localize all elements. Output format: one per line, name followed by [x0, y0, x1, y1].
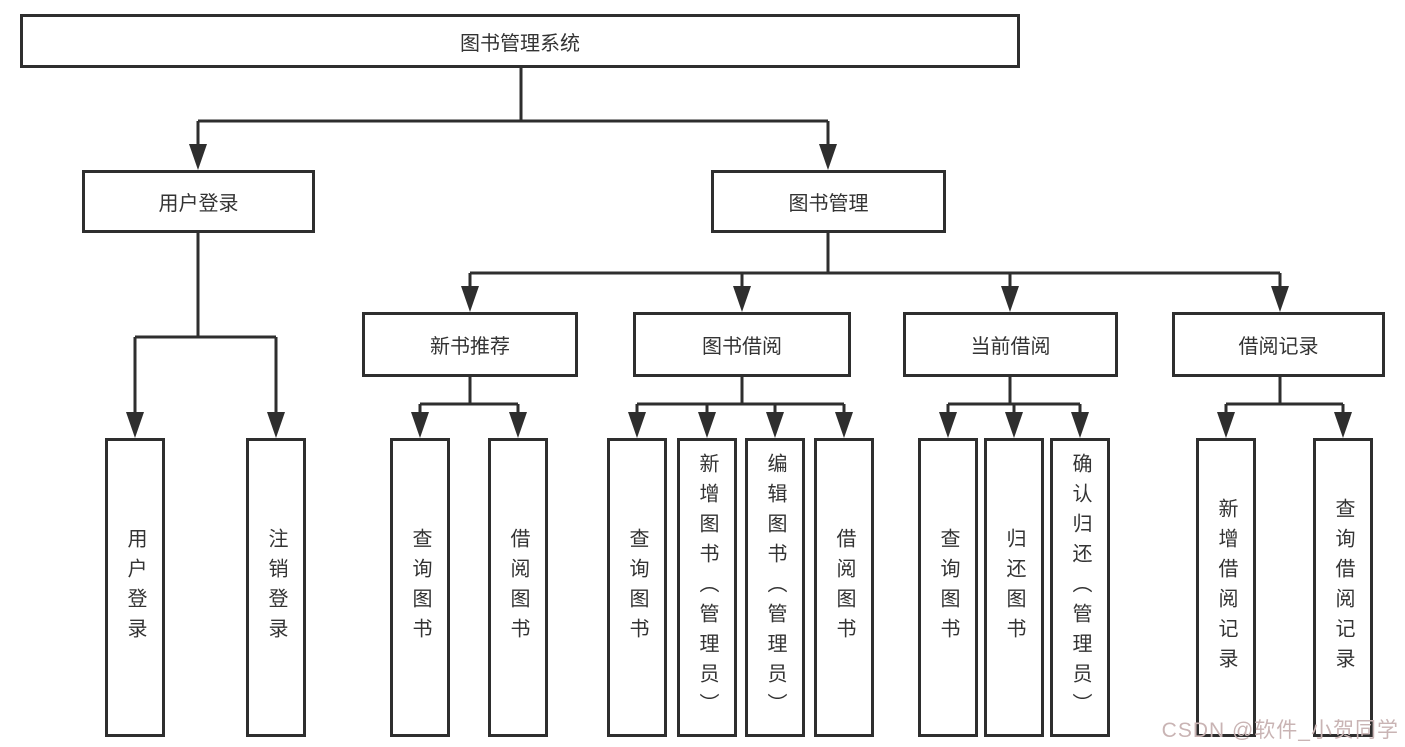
arrowhead [461, 286, 479, 312]
leaf-borrow-books: 借阅图书 [814, 438, 874, 737]
leaf-label: 归还图书 [1003, 527, 1025, 648]
arrowhead [411, 412, 429, 438]
leaf-query-books: 查询图书 [607, 438, 667, 737]
leaf-label: 用户登录 [124, 527, 146, 648]
leaf-label: 查询图书 [409, 527, 431, 648]
arrowhead [733, 286, 751, 312]
node-book-management-branch: 图书管理 [711, 170, 946, 233]
leaf-label: 编辑图书（管理员） [764, 452, 786, 723]
leaf-label: 查询借阅记录 [1332, 497, 1354, 678]
leaf-label: 新增借阅记录 [1215, 497, 1237, 678]
arrowhead [126, 412, 144, 438]
arrowhead [189, 144, 207, 170]
leaf-label: 新增图书（管理员） [696, 452, 718, 723]
node-borrowing-records: 借阅记录 [1172, 312, 1385, 377]
node-new-book-recommend: 新书推荐 [362, 312, 578, 377]
arrowhead [1005, 412, 1023, 438]
arrowhead [628, 412, 646, 438]
leaf-edit-books-admin: 编辑图书（管理员） [745, 438, 805, 737]
arrowhead [939, 412, 957, 438]
arrowhead [766, 412, 784, 438]
node-user-login-branch: 用户登录 [82, 170, 315, 233]
leaf-label: 查询图书 [626, 527, 648, 648]
leaf-query-borrow-record: 查询借阅记录 [1313, 438, 1373, 737]
arrowhead [1217, 412, 1235, 438]
leaf-return-books: 归还图书 [984, 438, 1044, 737]
arrowhead [1271, 286, 1289, 312]
arrowhead [835, 412, 853, 438]
node-book-borrowing: 图书借阅 [633, 312, 851, 377]
arrowhead [1334, 412, 1352, 438]
leaf-confirm-return-admin: 确认归还（管理员） [1050, 438, 1110, 737]
leaf-label: 注销登录 [265, 527, 287, 648]
leaf-query-books: 查询图书 [390, 438, 450, 737]
node-library-management-system: 图书管理系统 [20, 14, 1020, 68]
csdn-watermark: CSDN @软件_小贺同学 [1161, 719, 1399, 742]
leaf-user-login: 用户登录 [105, 438, 165, 737]
leaf-label: 查询图书 [937, 527, 959, 648]
arrowhead [1001, 286, 1019, 312]
connector-path [133, 68, 1345, 418]
leaf-label: 确认归还（管理员） [1069, 452, 1091, 723]
node-current-borrowing: 当前借阅 [903, 312, 1118, 377]
leaf-label: 借阅图书 [833, 527, 855, 648]
leaf-logout: 注销登录 [246, 438, 306, 737]
leaf-add-books-admin: 新增图书（管理员） [677, 438, 737, 737]
arrowhead [1071, 412, 1089, 438]
leaf-query-books: 查询图书 [918, 438, 978, 737]
arrowhead [698, 412, 716, 438]
arrowhead [267, 412, 285, 438]
arrowheads [126, 144, 1352, 438]
arrowhead [509, 412, 527, 438]
leaf-borrow-books: 借阅图书 [488, 438, 548, 737]
arrowhead [819, 144, 837, 170]
leaf-label: 借阅图书 [507, 527, 529, 648]
leaf-add-borrow-record: 新增借阅记录 [1196, 438, 1256, 737]
